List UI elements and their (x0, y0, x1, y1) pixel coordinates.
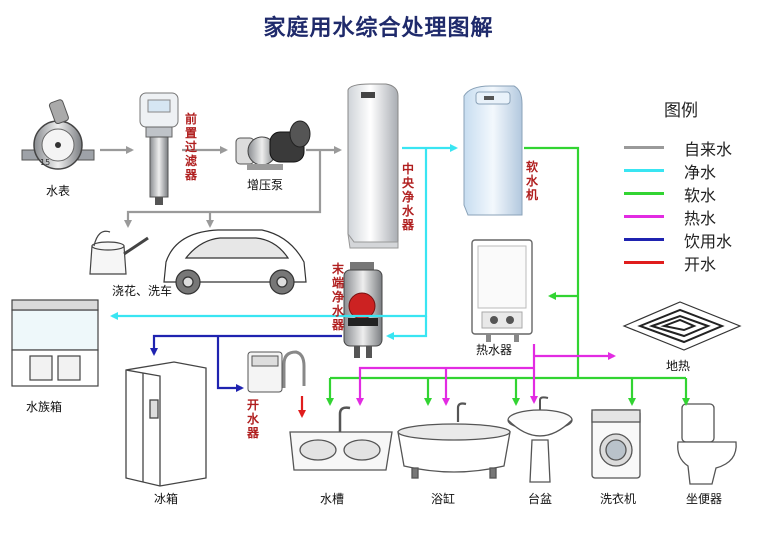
label-toilet: 坐便器 (686, 492, 723, 506)
legend-label: 饮用水 (684, 232, 733, 251)
label-softener: 软水机 (525, 160, 538, 202)
legend-item: 饮用水 (624, 228, 754, 251)
central-purifier-icon (347, 83, 399, 249)
legend-label: 自来水 (684, 140, 733, 159)
bathtub-icon (397, 402, 511, 479)
legend-swatch (624, 238, 664, 241)
label-booster-pump: 增压泵 (247, 178, 284, 192)
sink-icon (289, 406, 393, 471)
water-meter-icon: 15 (21, 99, 95, 170)
legend-title: 图例 (664, 101, 698, 121)
legend-label: 净水 (684, 163, 717, 182)
washer-icon (591, 409, 641, 479)
toilet-icon (677, 403, 737, 485)
label-central-purifier: 中央净水器 (401, 162, 414, 232)
purified-water-pipes (110, 144, 458, 340)
legend-item: 热水 (624, 205, 754, 228)
legend-swatch (624, 261, 664, 264)
label-prefilter: 前置过滤器 (184, 112, 197, 182)
label-water-heater: 热水器 (476, 343, 513, 357)
hot-water-pipes (356, 344, 616, 406)
svg-text:15: 15 (40, 158, 50, 167)
car-icon (163, 229, 307, 295)
legend-item: 软水 (624, 182, 754, 205)
legend-item: 自来水 (624, 136, 754, 159)
label-water-meter: 水表 (46, 184, 71, 198)
legend-label: 软水 (684, 186, 717, 205)
aquarium-icon (11, 299, 99, 387)
label-boiler: 开水器 (246, 398, 259, 440)
legend-swatch (624, 215, 664, 218)
tap-water-pipes (100, 146, 342, 228)
booster-pump-icon (235, 120, 311, 170)
legend-item: 净水 (624, 159, 754, 182)
diagram-title: 家庭用水综合处理图解 (263, 15, 494, 41)
label-fridge: 冰箱 (154, 492, 179, 506)
label-floor-heating: 地热 (666, 359, 691, 373)
label-basin: 台盆 (528, 492, 553, 506)
legend-swatch (624, 192, 664, 195)
label-end-purifier: 末端净水器 (331, 262, 344, 332)
prefilter-icon (139, 92, 179, 205)
softener-icon (463, 85, 523, 216)
watering-can-icon (89, 230, 149, 275)
legend-label: 开水 (684, 255, 717, 274)
boiler-icon (247, 350, 306, 393)
basin-icon (507, 396, 573, 483)
end-purifier-icon (343, 262, 383, 358)
floor-heating-icon (622, 301, 742, 351)
legend-swatch (624, 146, 664, 149)
fridge-icon (125, 361, 207, 487)
label-sink: 水槽 (320, 492, 345, 506)
label-washer: 洗衣机 (600, 492, 637, 506)
legend-swatch (624, 169, 664, 172)
drinking-water-pipes (150, 334, 342, 392)
legend-item: 开水 (624, 251, 754, 274)
legend-label: 热水 (684, 209, 717, 228)
label-garden-car: 浇花、洗车 (112, 284, 173, 298)
label-bathtub: 浴缸 (431, 492, 456, 506)
water-heater-icon (471, 239, 533, 342)
soft-water-pipes (326, 146, 690, 406)
label-aquarium: 水族箱 (26, 400, 63, 414)
